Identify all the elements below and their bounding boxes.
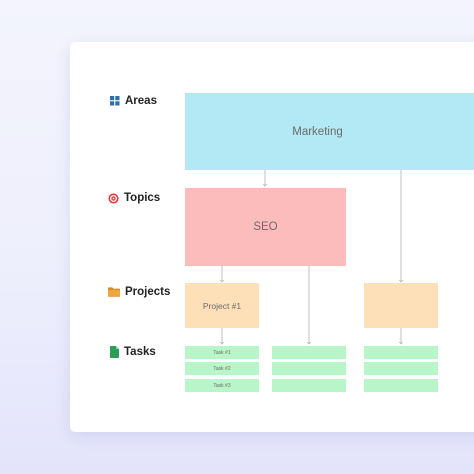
row-label-topics: Topics [108,192,160,204]
task-node[interactable] [364,362,438,375]
row-label-tasks: Tasks [110,346,156,358]
task-node[interactable] [272,362,346,375]
row-label-areas-text: Areas [125,95,157,107]
topic-node-label: SEO [253,221,278,233]
task-node[interactable]: Task #1 [185,346,259,359]
project-node-2[interactable] [364,283,438,328]
task-node[interactable] [364,379,438,392]
project-node-label: Project #1 [202,300,242,311]
task-node[interactable] [272,346,346,359]
row-label-areas: Areas [110,95,157,107]
task-node-label: Task #2 [213,365,231,372]
task-node[interactable]: Task #2 [185,362,259,375]
area-node-label: Marketing [292,125,343,138]
task-node[interactable] [272,379,346,392]
folder-icon [108,287,120,297]
row-label-topics-text: Topics [124,192,161,204]
target-icon [108,192,119,204]
document-icon [110,346,119,358]
grid-icon [110,96,120,106]
task-node[interactable]: Task #3 [185,379,259,392]
task-node-label: Task #1 [213,349,231,356]
task-node-label: Task #3 [213,382,231,389]
project-node-1[interactable]: Project #1 [185,283,259,328]
task-node[interactable] [364,346,438,359]
row-label-projects-text: Projects [125,286,171,298]
row-label-tasks-text: Tasks [124,346,156,358]
area-node-marketing[interactable]: Marketing [185,93,474,170]
topic-node-seo[interactable]: SEO [185,188,346,266]
row-label-projects: Projects [108,286,170,298]
